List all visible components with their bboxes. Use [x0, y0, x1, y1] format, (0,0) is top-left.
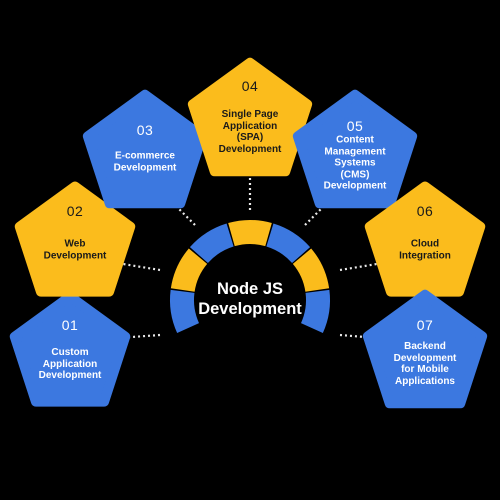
ring-segment-06	[292, 248, 330, 292]
connector-03	[169, 199, 196, 226]
connector-02	[122, 262, 161, 272]
item-number-06: 06	[416, 203, 434, 219]
ring-segment-07	[300, 289, 330, 334]
item-number-07: 07	[416, 317, 434, 333]
pentagon-02	[14, 181, 136, 297]
item-number-04: 04	[241, 78, 259, 94]
ring-segment-01	[170, 289, 200, 334]
ring-segment-02	[170, 248, 208, 292]
item-number-03: 03	[136, 122, 154, 138]
pentagon-03	[82, 89, 208, 209]
item-number-01: 01	[61, 317, 79, 333]
item-number-05: 05	[346, 118, 364, 134]
ring-segment-03	[189, 223, 234, 264]
ring-segment-04	[228, 219, 272, 247]
pentagon-05	[292, 89, 418, 209]
center-title: Node JS Development	[198, 280, 302, 318]
pentagon-07	[362, 289, 488, 409]
pentagon-01	[9, 291, 131, 407]
item-number-02: 02	[66, 203, 84, 219]
ring-segment-05	[266, 223, 311, 264]
pentagon-04	[187, 57, 313, 177]
connector-05	[304, 199, 331, 226]
connector-06	[339, 262, 378, 272]
